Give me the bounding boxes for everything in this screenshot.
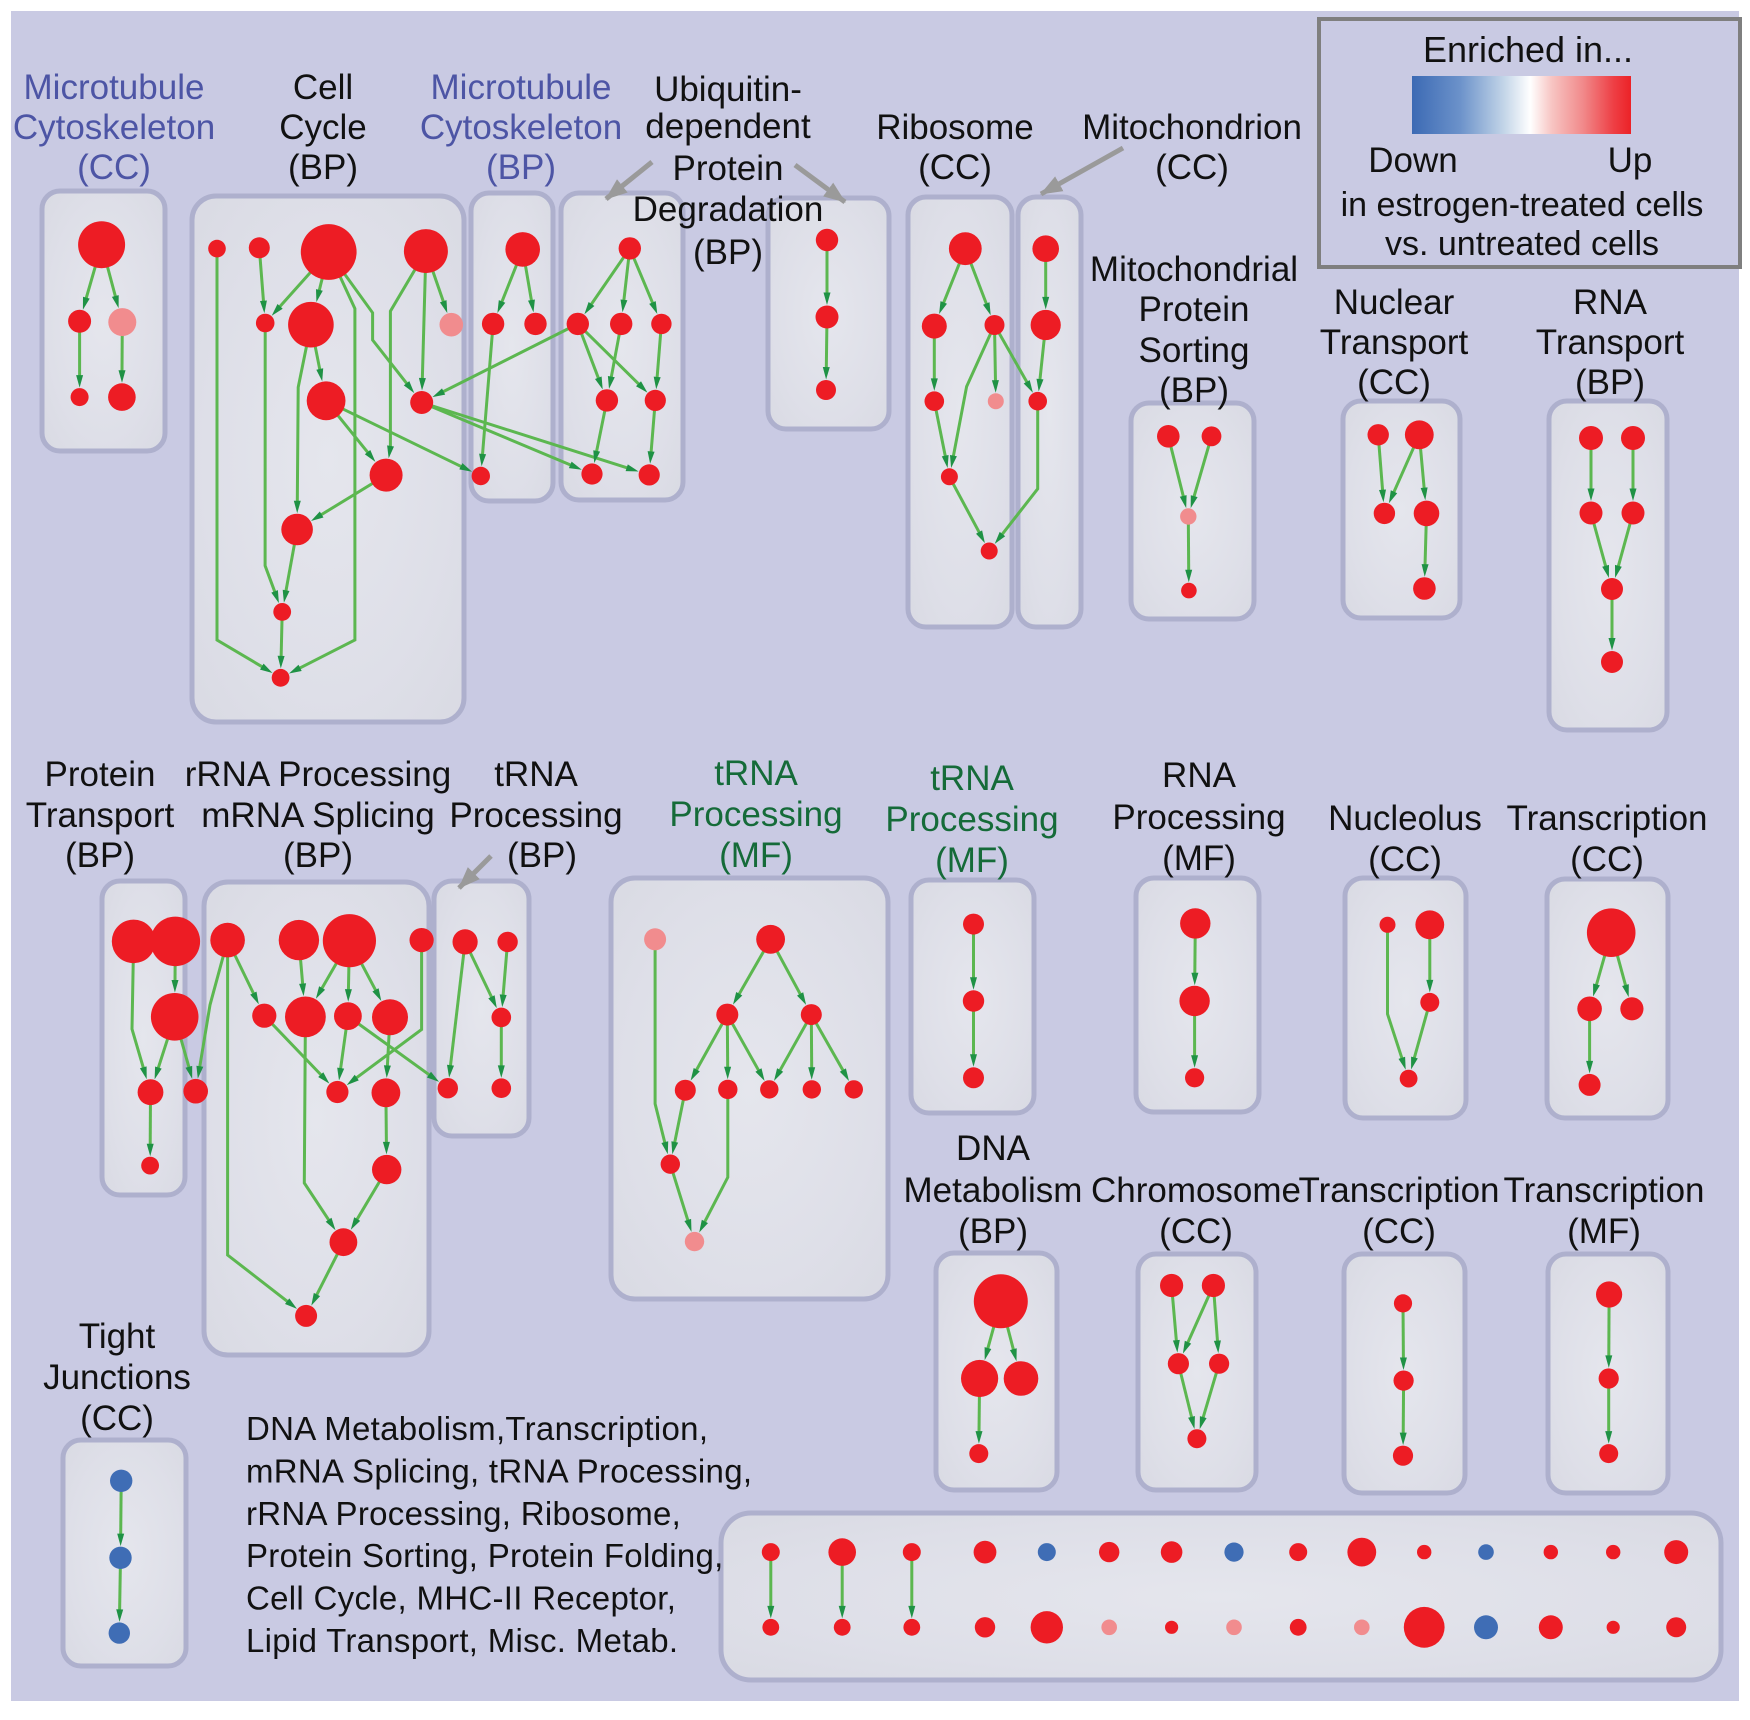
svg-text:tRNA: tRNA	[714, 754, 798, 793]
svg-text:(BP): (BP)	[283, 836, 353, 875]
svg-text:(CC): (CC)	[77, 148, 151, 187]
svg-text:(MF): (MF)	[935, 841, 1009, 880]
svg-text:(BP): (BP)	[1159, 371, 1229, 410]
svg-text:Mitochondrion: Mitochondrion	[1082, 108, 1302, 147]
svg-text:Processing: Processing	[885, 800, 1058, 839]
svg-text:Protein: Protein	[673, 149, 784, 188]
svg-text:mRNA Splicing, tRNA Processing: mRNA Splicing, tRNA Processing,	[246, 1452, 752, 1489]
svg-text:(CC): (CC)	[80, 1399, 154, 1438]
svg-text:Tight: Tight	[79, 1317, 156, 1356]
svg-text:(BP): (BP)	[288, 148, 358, 187]
svg-text:(BP): (BP)	[1575, 363, 1645, 402]
svg-text:rRNA Processing, Ribosome,: rRNA Processing, Ribosome,	[246, 1495, 681, 1532]
svg-text:Transcription: Transcription	[1507, 799, 1708, 838]
svg-text:Transcription: Transcription	[1504, 1171, 1705, 1210]
svg-text:Sorting: Sorting	[1139, 331, 1250, 370]
svg-text:RNA: RNA	[1573, 283, 1648, 322]
svg-text:tRNA: tRNA	[494, 755, 578, 794]
svg-text:(BP): (BP)	[65, 836, 135, 875]
svg-text:Enriched in...: Enriched in...	[1423, 29, 1633, 70]
svg-text:Down: Down	[1368, 141, 1457, 180]
svg-text:dependent: dependent	[645, 107, 811, 146]
svg-text:DNA: DNA	[956, 1129, 1031, 1168]
svg-text:rRNA Processing: rRNA Processing	[185, 755, 451, 794]
svg-text:Cytoskeleton: Cytoskeleton	[13, 108, 215, 147]
svg-text:Up: Up	[1608, 141, 1653, 180]
svg-text:Metabolism: Metabolism	[904, 1171, 1083, 1210]
svg-text:Processing: Processing	[1112, 798, 1285, 837]
svg-text:Protein: Protein	[45, 755, 156, 794]
svg-text:Microtubule: Microtubule	[24, 68, 205, 107]
svg-text:(MF): (MF)	[1162, 839, 1236, 878]
svg-text:Cell: Cell	[293, 68, 353, 107]
svg-text:mRNA Splicing: mRNA Splicing	[201, 796, 434, 835]
svg-text:Mitochondrial: Mitochondrial	[1090, 250, 1298, 289]
svg-text:(BP): (BP)	[507, 836, 577, 875]
svg-text:Processing: Processing	[669, 795, 842, 834]
svg-text:(BP): (BP)	[958, 1212, 1028, 1251]
svg-text:Ribosome: Ribosome	[876, 108, 1034, 147]
svg-text:Transport: Transport	[1536, 323, 1685, 362]
svg-text:(CC): (CC)	[918, 148, 992, 187]
svg-text:(CC): (CC)	[1155, 148, 1229, 187]
svg-text:Cell Cycle, MHC-II Receptor,: Cell Cycle, MHC-II Receptor,	[246, 1580, 676, 1617]
svg-text:Nuclear: Nuclear	[1334, 283, 1455, 322]
svg-text:(BP): (BP)	[693, 233, 763, 272]
svg-text:(CC): (CC)	[1159, 1212, 1233, 1251]
svg-text:(CC): (CC)	[1570, 840, 1644, 879]
svg-text:(CC): (CC)	[1357, 363, 1431, 402]
svg-text:RNA: RNA	[1162, 756, 1237, 795]
svg-text:vs. untreated cells: vs. untreated cells	[1385, 225, 1659, 263]
svg-text:Junctions: Junctions	[43, 1358, 191, 1397]
svg-text:(MF): (MF)	[719, 836, 793, 875]
svg-text:Processing: Processing	[449, 796, 622, 835]
svg-text:Protein: Protein	[1139, 290, 1250, 329]
svg-text:Protein Sorting, Protein Foldi: Protein Sorting, Protein Folding,	[246, 1537, 724, 1574]
svg-text:DNA Metabolism,Transcription,: DNA Metabolism,Transcription,	[246, 1410, 708, 1447]
svg-text:(CC): (CC)	[1362, 1212, 1436, 1251]
svg-text:Transcription: Transcription	[1299, 1171, 1500, 1210]
svg-text:Lipid Transport, Misc. Metab.: Lipid Transport, Misc. Metab.	[246, 1622, 678, 1659]
svg-text:tRNA: tRNA	[930, 759, 1014, 798]
svg-text:Transport: Transport	[26, 796, 175, 835]
svg-text:Nucleolus: Nucleolus	[1328, 799, 1482, 838]
svg-text:Cytoskeleton: Cytoskeleton	[420, 108, 622, 147]
svg-text:(CC): (CC)	[1368, 840, 1442, 879]
svg-text:in estrogen-treated cells: in estrogen-treated cells	[1341, 186, 1704, 224]
svg-text:Chromosome: Chromosome	[1091, 1171, 1301, 1210]
svg-text:Transport: Transport	[1320, 323, 1469, 362]
svg-text:Microtubule: Microtubule	[431, 68, 612, 107]
svg-text:Ubiquitin-: Ubiquitin-	[654, 70, 802, 109]
svg-text:(BP): (BP)	[486, 148, 556, 187]
svg-text:(MF): (MF)	[1567, 1212, 1641, 1251]
svg-text:Cycle: Cycle	[279, 108, 367, 147]
svg-text:Degradation: Degradation	[633, 190, 824, 229]
